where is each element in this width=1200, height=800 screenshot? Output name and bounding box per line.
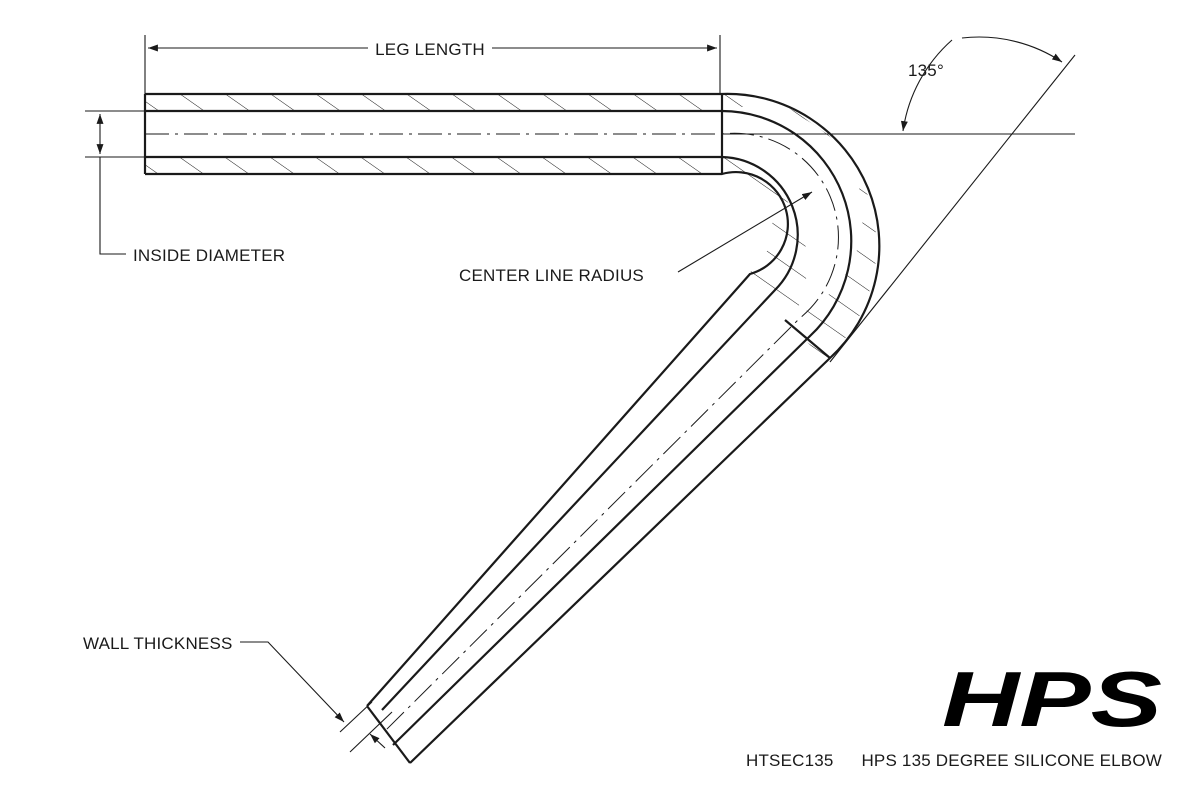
elbow-tube xyxy=(143,92,881,764)
center-line-radius-label: CENTER LINE RADIUS xyxy=(459,266,644,285)
drawing-title: HPS 135 DEGREE SILICONE ELBOW xyxy=(861,751,1162,770)
center-line-radius-dimension: CENTER LINE RADIUS xyxy=(459,191,813,285)
logo-text: HPS xyxy=(942,655,1162,743)
bottom-wall-hatch xyxy=(145,157,807,323)
lower-end-cap xyxy=(366,705,411,764)
inside-diameter-label: INSIDE DIAMETER xyxy=(133,246,285,265)
hps-logo: HPS xyxy=(942,655,1162,743)
wt-arrow-bottom xyxy=(369,733,386,749)
bottom-inner-wall-line xyxy=(145,155,799,711)
angle-arc-lower xyxy=(900,39,953,132)
wt-leader-top xyxy=(240,641,345,723)
angle-arc-upper xyxy=(961,36,1063,63)
wt-ext-outer xyxy=(339,701,373,733)
part-number: HTSEC135 xyxy=(746,751,834,770)
wall-thickness-dimension: WALL THICKNESS xyxy=(83,634,393,753)
angle-label: 135° xyxy=(908,61,944,80)
inside-diameter-dimension: INSIDE DIAMETER xyxy=(85,110,285,265)
top-wall-hatch xyxy=(145,93,877,361)
id-leader xyxy=(99,157,126,255)
bend-end-line xyxy=(784,319,831,359)
outer-wall-line xyxy=(145,92,881,764)
top-inner-wall-line xyxy=(145,109,853,746)
angle-extension-line xyxy=(829,54,1076,363)
wt-ext-inner xyxy=(349,711,393,753)
angle-dimension: 135° xyxy=(722,36,1076,363)
inner-bend-wall-hatch xyxy=(722,157,808,323)
center-line xyxy=(145,132,839,731)
leg-length-label: LEG LENGTH xyxy=(375,40,485,59)
clr-leader xyxy=(677,191,813,273)
leg-length-dimension: LEG LENGTH xyxy=(144,35,721,94)
inner-bend-line xyxy=(145,171,789,707)
wall-thickness-label: WALL THICKNESS xyxy=(83,634,233,653)
inner-bend-hatch xyxy=(145,157,737,174)
